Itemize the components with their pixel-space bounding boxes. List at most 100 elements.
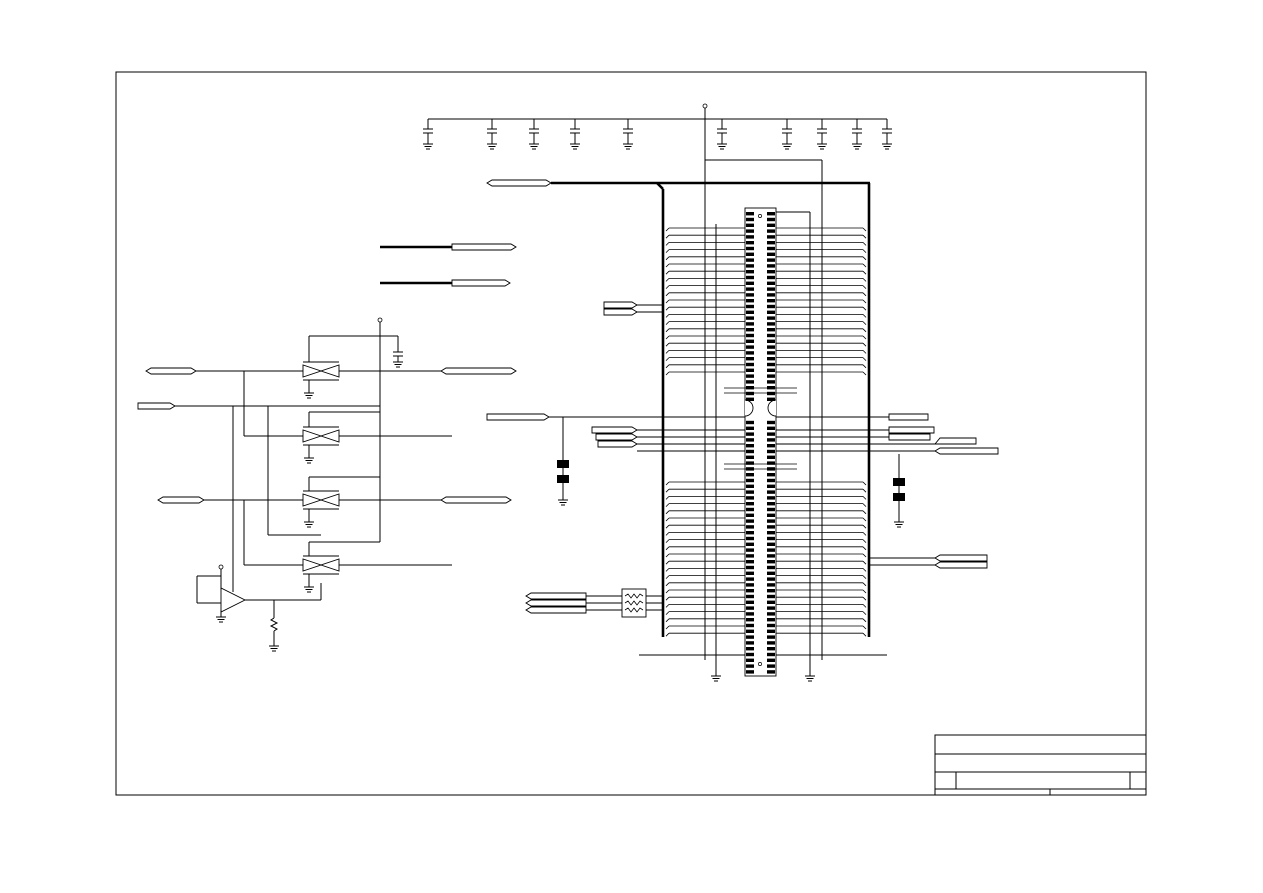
ground-icon: [852, 143, 862, 150]
connector-pin: [746, 612, 754, 616]
connector-pin: [746, 368, 754, 372]
ground-icon: [216, 616, 226, 623]
connector-pin: [746, 473, 754, 477]
connector-pin: [767, 542, 775, 546]
connector-pin: [767, 606, 775, 610]
connector-pin: [746, 548, 754, 552]
port-arrow-icon: [597, 440, 638, 448]
ferrite-bead-icon: [557, 475, 569, 483]
connector-pin: [767, 635, 775, 639]
ground-icon: [393, 361, 403, 368]
connector-pin: [767, 304, 775, 309]
connector-pin: [767, 362, 775, 367]
ground-icon: [717, 143, 727, 150]
capacitor-icon: [570, 119, 580, 150]
connector-pin: [746, 275, 754, 280]
port-arrow-icon: [595, 433, 638, 441]
connector-pin: [746, 623, 754, 628]
connector-pin: [746, 560, 754, 564]
connector-pin: [746, 455, 754, 459]
connector-pin: [767, 270, 775, 274]
connector-pin: [767, 519, 775, 523]
ground-icon: [817, 143, 827, 150]
connector-pin: [767, 594, 775, 599]
connector-pin: [746, 461, 754, 465]
connector-pin: [746, 339, 754, 343]
ground-icon: [304, 521, 314, 528]
connector-pin: [767, 478, 775, 483]
capacitor-icon: [393, 351, 403, 368]
capacitor-icon: [487, 119, 497, 150]
port-arrow-icon: [934, 447, 999, 455]
connector-pin: [767, 444, 775, 448]
connector-pin: [746, 444, 754, 448]
bus-port-mid-1: [380, 243, 517, 251]
resistor-icon: [269, 617, 279, 632]
connector-pin: [767, 641, 775, 645]
connector-pin: [767, 525, 775, 529]
connector-pin: [746, 264, 754, 268]
connector-pin: [767, 600, 775, 604]
connector-pin: [767, 241, 775, 245]
resistor-network-icon: [621, 588, 647, 618]
ferrite-bead-icon: [893, 478, 905, 486]
connector-pin: [746, 293, 754, 297]
connector-pin: [767, 212, 775, 216]
capacitor-icon: [623, 119, 633, 150]
ground-icon: [894, 521, 904, 528]
connector-pin: [767, 223, 775, 227]
connector-pin: [746, 496, 754, 500]
connector-pin: [746, 333, 754, 338]
connector-pin: [767, 565, 775, 570]
connector-pin: [767, 670, 775, 674]
connector-pin: [746, 252, 754, 256]
connector-pin: [767, 507, 775, 512]
capacitor-icon: [529, 119, 539, 150]
ground-icon: [570, 143, 580, 150]
connector-pin: [746, 229, 754, 233]
connector-pin: [746, 641, 754, 645]
sheet-border: [115, 71, 1147, 796]
connector-pin: [746, 606, 754, 610]
connector-pin: [767, 438, 775, 442]
op-amp-buffer: [196, 564, 322, 646]
connector-pin: [746, 223, 754, 227]
power-pin-icon: [218, 564, 224, 570]
connector-pin: [746, 426, 754, 430]
port-arrow-icon: [888, 433, 931, 441]
connector-pin: [746, 629, 754, 633]
port-arrow-icon: [603, 301, 638, 309]
transmission-gate-icon: [302, 361, 340, 399]
connector-pin: [767, 333, 775, 338]
port-arrow-icon: [137, 402, 176, 410]
connector-pin: [767, 629, 775, 633]
connector-pin: [767, 299, 775, 303]
connector-pin: [767, 432, 775, 436]
port-arrow-icon: [451, 279, 511, 287]
connector-pin: [767, 449, 775, 454]
connector-pin: [746, 449, 754, 454]
connector-pin: [767, 554, 775, 558]
port-arrow-icon: [145, 367, 197, 375]
ground-icon: [805, 675, 815, 682]
connector-pin: [767, 380, 775, 384]
connector-pin: [767, 252, 775, 256]
connector-pin: [746, 432, 754, 436]
connector-pin: [746, 525, 754, 529]
bus-port-mid-2: [380, 279, 511, 287]
connector-pin: [767, 618, 775, 622]
connector-pin: [767, 490, 775, 494]
connector-pin: [767, 275, 775, 280]
connector-pin: [746, 652, 754, 657]
ground-icon: [487, 143, 497, 150]
port-arrow-icon: [440, 367, 517, 375]
connector-pin: [746, 618, 754, 622]
connector-pin: [767, 287, 775, 291]
connector-pin: [767, 548, 775, 552]
connector-pin: [767, 461, 775, 465]
connector-pin: [746, 351, 754, 355]
connector-pin: [746, 397, 754, 401]
connector-pin: [767, 345, 775, 349]
connector-pin: [767, 513, 775, 517]
ground-icon: [711, 675, 721, 682]
